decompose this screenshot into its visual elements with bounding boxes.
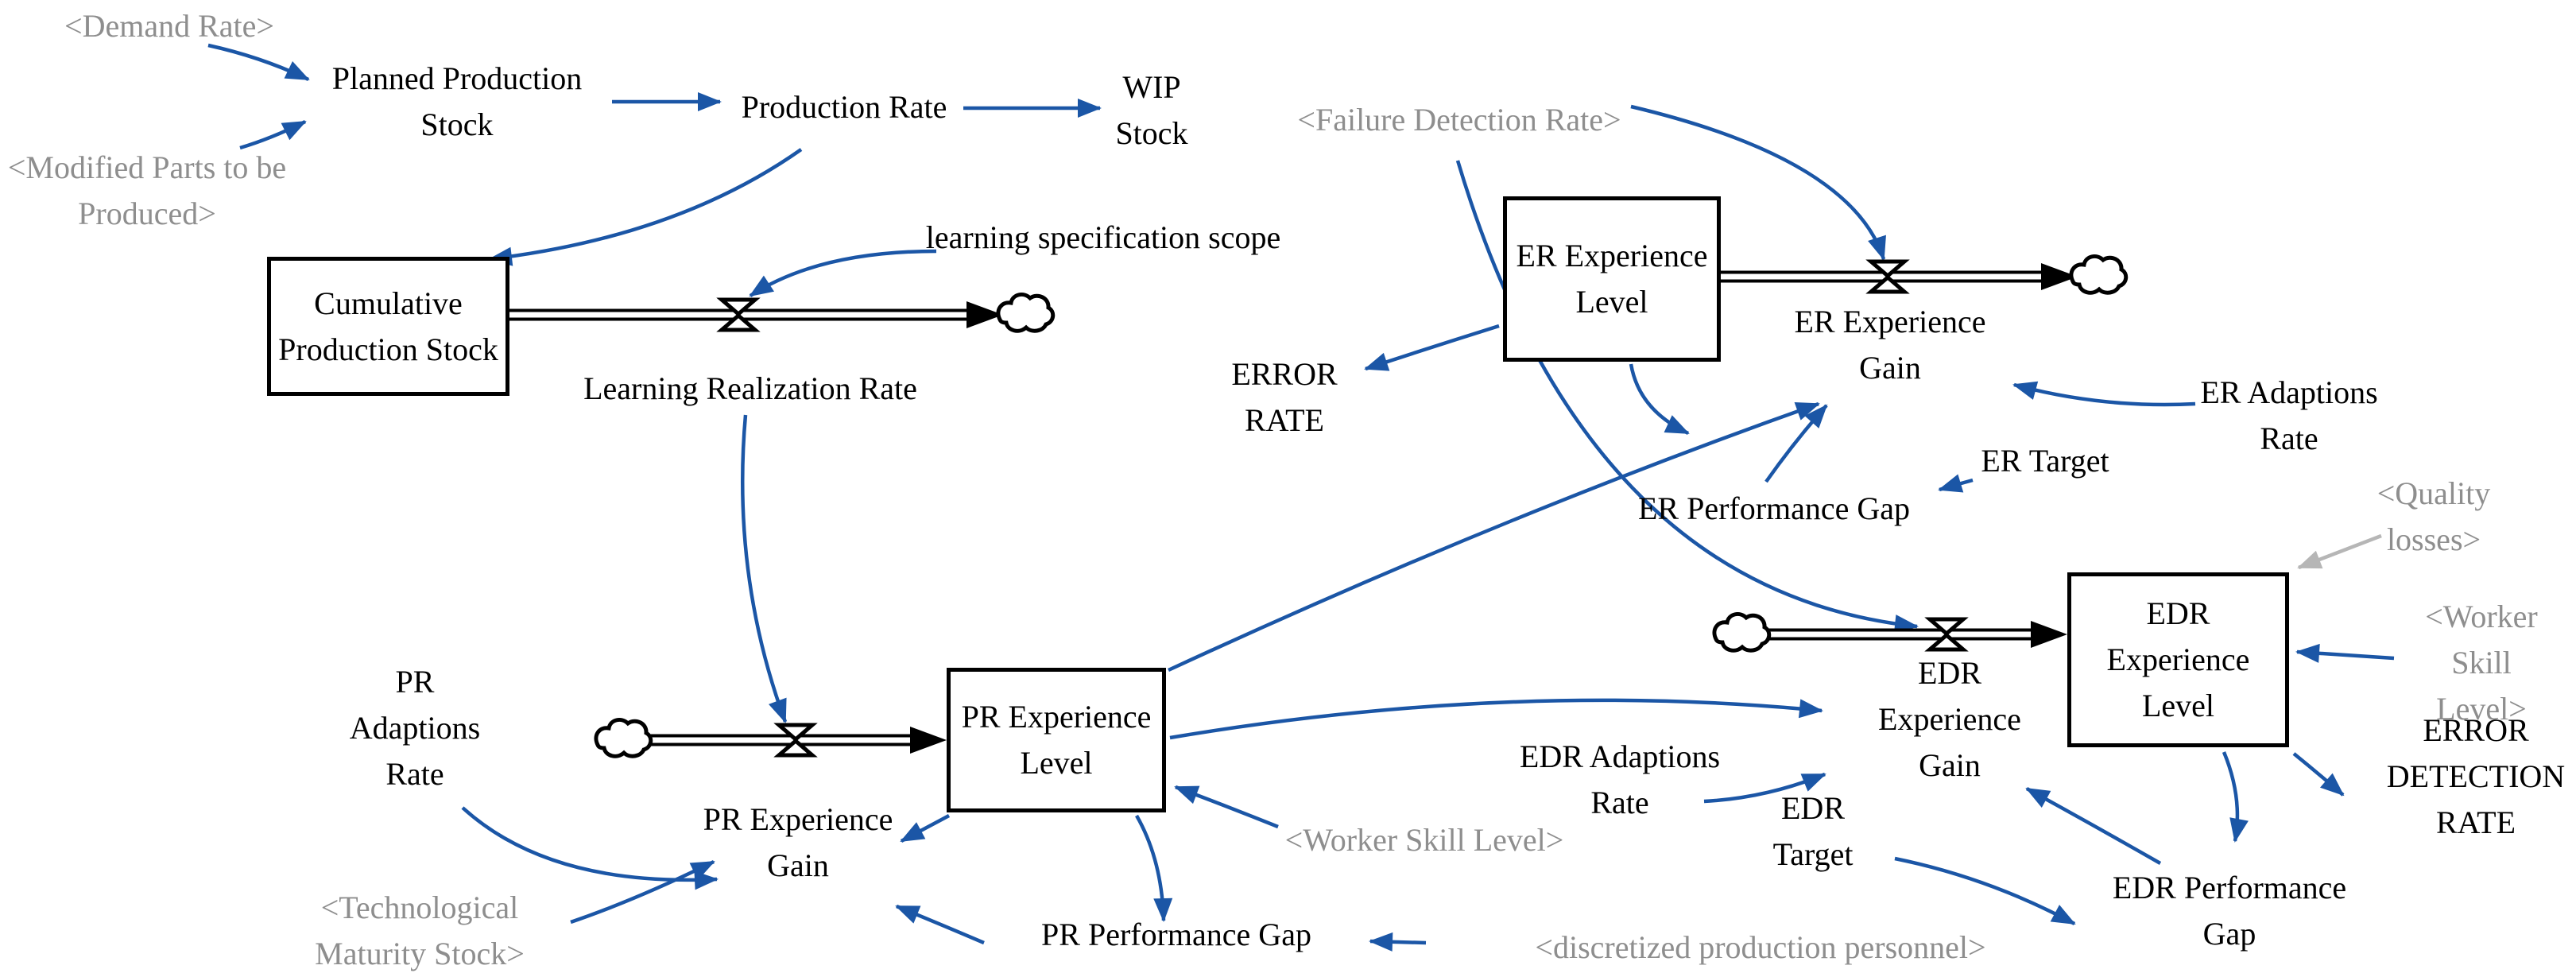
link-pr-performance-gap-to-pr-experience-gain — [895, 904, 985, 945]
variable-technological-maturity-stock[interactable]: <Technological Maturity Stock> — [315, 890, 525, 971]
variable-learning-realization-rate[interactable]: Learning Realization Rate — [583, 370, 917, 406]
link-edr-experience-level-to-error-detection-rate — [2292, 752, 2345, 797]
variable-quality-losses[interactable]: <Quality losses> — [2377, 475, 2491, 557]
link-er-experience-level-to-er-performance-gap — [1629, 363, 1690, 436]
variable-er-target[interactable]: ER Target — [1981, 443, 2109, 479]
variable-discretized-production-personnel[interactable]: <discretized production personnel> — [1535, 929, 1986, 965]
stock-label-er-experience-level: ER Experience Level — [1516, 238, 1708, 320]
link-pr-experience-level-to-edr-experience-gain — [1169, 698, 1823, 740]
cloud-icon-er-experience-flow — [2069, 254, 2129, 295]
valve-icon-er-experience-flow[interactable] — [1865, 259, 1910, 279]
variable-failure-detection-rate[interactable]: <Failure Detection Rate> — [1297, 102, 1621, 138]
variable-edr-adaptions-rate[interactable]: EDR Adaptions Rate — [1519, 739, 1721, 820]
link-er-adaptions-rate-to-er-experience-gain — [2012, 381, 2196, 407]
stock-er-experience-level[interactable]: ER Experience Level — [1503, 196, 1721, 362]
variable-worker-skill-level-right[interactable]: <Worker Skill Level> — [2425, 599, 2538, 727]
variable-planned-production-stock[interactable]: Planned Production Stock — [331, 60, 583, 142]
link-pr-experience-level-to-pr-performance-gap — [1135, 814, 1173, 922]
link-edr-target-to-edr-performance-gap — [1894, 856, 2076, 925]
link-production-rate-to-cumulative-production-stock — [488, 148, 803, 266]
variable-edr-target[interactable]: EDR Target — [1772, 790, 1854, 872]
flow-arrowhead-learning-realization-flow — [966, 301, 1003, 328]
cloud-icon-edr-experience-flow — [1712, 611, 1772, 653]
variable-production-rate[interactable]: Production Rate — [741, 89, 947, 125]
variable-pr-performance-gap[interactable]: PR Performance Gap — [1041, 917, 1311, 952]
valve-icon-edr-experience-flow[interactable] — [1924, 632, 1969, 652]
link-modified-parts-to-be-produced-to-planned-production-stock — [239, 119, 307, 150]
link-worker-skill-level-mid-to-pr-experience-level — [1174, 785, 1279, 829]
link-discretized-production-personnel-to-pr-performance-gap — [1369, 932, 1427, 952]
stock-cumulative-production-stock[interactable]: Cumulative Production Stock — [267, 257, 509, 396]
link-pr-experience-level-to-er-experience-gain — [1168, 401, 1820, 673]
variable-wip-stock[interactable]: WIP Stock — [1115, 69, 1188, 151]
variable-demand-rate[interactable]: <Demand Rate> — [64, 8, 274, 44]
link-er-target-to-er-performance-gap — [1938, 474, 1974, 493]
flow-arrowhead-pr-experience-flow — [910, 727, 947, 754]
variable-pr-experience-gain[interactable]: PR Experience Gain — [703, 801, 893, 883]
valve-icon-learning-realization-flow[interactable] — [716, 297, 761, 317]
variable-pr-adaptions-rate[interactable]: PR Adaptions Rate — [349, 664, 481, 792]
link-er-experience-level-to-error-rate — [1364, 324, 1500, 371]
variable-error-rate[interactable]: ERROR RATE — [1231, 356, 1338, 438]
link-edr-experience-level-to-edr-performance-gap — [2222, 751, 2249, 843]
link-failure-detection-rate-to-edr-experience-gain — [1455, 160, 1919, 634]
valve-icon-pr-experience-flow[interactable] — [773, 738, 818, 758]
variable-edr-performance-gap[interactable]: EDR Performance Gap — [2112, 870, 2347, 952]
link-pr-experience-level-to-pr-experience-gain — [900, 814, 951, 843]
flow-arrowhead-edr-experience-flow — [2031, 621, 2067, 648]
variable-error-detection-rate[interactable]: ERROR DETECTION RATE — [2386, 712, 2566, 840]
link-demand-rate-to-planned-production-stock — [207, 43, 310, 82]
valve-icon-edr-experience-flow[interactable] — [1924, 617, 1969, 637]
stock-edr-experience-level[interactable]: EDR Experience Level — [2067, 572, 2289, 747]
variable-er-experience-gain[interactable]: ER Experience Gain — [1794, 304, 1986, 386]
link-edr-performance-gap-to-edr-experience-gain — [2025, 787, 2162, 865]
stock-label-edr-experience-level: EDR Experience Level — [2106, 595, 2250, 723]
link-technological-maturity-stock-to-pr-experience-gain — [570, 859, 715, 925]
stock-pr-experience-level[interactable]: PR Experience Level — [947, 668, 1166, 812]
variable-edr-experience-gain[interactable]: EDR Experience Gain — [1878, 655, 2021, 783]
valve-icon-learning-realization-flow[interactable] — [716, 312, 761, 332]
variable-modified-parts-to-be-produced[interactable]: <Modified Parts to be Produced> — [7, 149, 287, 231]
link-er-performance-gap-to-er-experience-gain — [1764, 404, 1828, 483]
link-failure-detection-rate-to-er-experience-gain — [1630, 104, 1886, 261]
link-worker-skill-level-right-to-edr-experience-level — [2295, 643, 2395, 663]
link-pr-adaptions-rate-to-pr-experience-gain — [461, 806, 719, 890]
link-learning-specification-scope-to-learning-realization-rate — [749, 249, 937, 297]
variable-worker-skill-level-mid[interactable]: <Worker Skill Level> — [1284, 822, 1564, 858]
stock-label-pr-experience-level: PR Experience Level — [961, 699, 1152, 781]
link-quality-losses-to-edr-experience-level — [2297, 533, 2382, 570]
link-learning-realization-rate-to-pr-experience-gain — [740, 414, 788, 723]
cloud-icon-learning-realization-flow — [996, 292, 1056, 333]
variable-er-performance-gap[interactable]: ER Performance Gap — [1637, 490, 1911, 526]
valve-icon-er-experience-flow[interactable] — [1865, 274, 1910, 294]
cloud-icon-pr-experience-flow — [594, 717, 653, 758]
variable-er-adaptions-rate[interactable]: ER Adaptions Rate — [2200, 374, 2378, 456]
flow-arrowhead-er-experience-flow — [2041, 263, 2078, 290]
link-edr-adaptions-rate-to-edr-experience-gain — [1703, 772, 1826, 804]
variable-learning-specification-scope[interactable]: learning specification scope — [925, 219, 1281, 255]
valve-icon-pr-experience-flow[interactable] — [773, 723, 818, 742]
stock-label-cumulative-production-stock: Cumulative Production Stock — [278, 285, 498, 367]
